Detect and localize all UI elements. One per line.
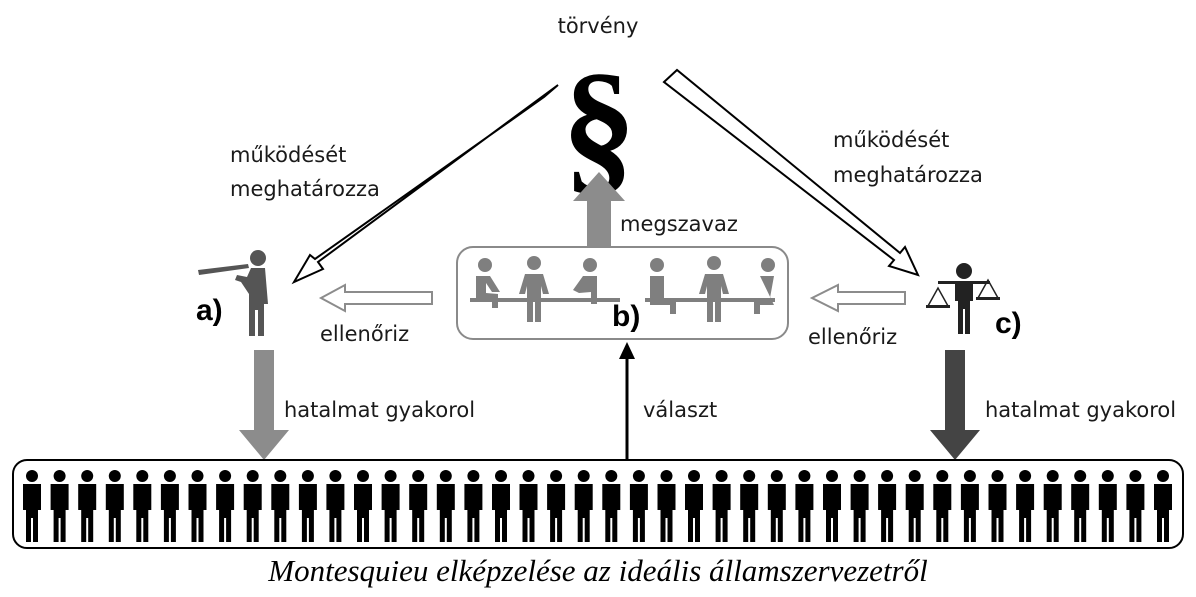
judiciary-marker: c) <box>995 307 1022 340</box>
executive-power-arrow <box>239 350 289 460</box>
executive-swordsman-icon <box>198 250 268 336</box>
judiciary-scales-icon <box>926 263 1000 334</box>
judiciary-controls-legislature-arrow <box>809 283 906 313</box>
right-arrow-label-line1: működését <box>833 128 949 152</box>
right-arrow-label-line2: meghatározza <box>833 163 983 187</box>
vote-arrow <box>573 172 625 246</box>
executive-controls-label: ellenőriz <box>320 322 409 346</box>
figure-caption: Montesquieu elképzelése az ideális állam… <box>268 553 928 588</box>
vote-label: megszavaz <box>620 212 738 236</box>
law-label: törvény <box>558 14 639 38</box>
legislature-controls-executive-arrow <box>318 283 433 313</box>
executive-power-label: hatalmat gyakorol <box>284 398 475 422</box>
left-arrow-label-line1: működését <box>230 143 346 167</box>
law-to-judiciary-arrow <box>662 68 920 277</box>
left-arrow-label-line2: meghatározza <box>230 177 380 201</box>
law-to-executive-arrow <box>291 84 559 285</box>
judiciary-controls-label: ellenőriz <box>808 325 897 349</box>
parliament-members-icon <box>470 256 775 322</box>
judiciary-power-label: hatalmat gyakorol <box>985 398 1176 422</box>
elects-arrowhead <box>619 342 635 359</box>
judiciary-power-arrow <box>930 350 980 460</box>
executive-marker: a) <box>196 294 223 327</box>
legislature-marker: b) <box>612 300 640 333</box>
elects-label: választ <box>643 398 717 422</box>
